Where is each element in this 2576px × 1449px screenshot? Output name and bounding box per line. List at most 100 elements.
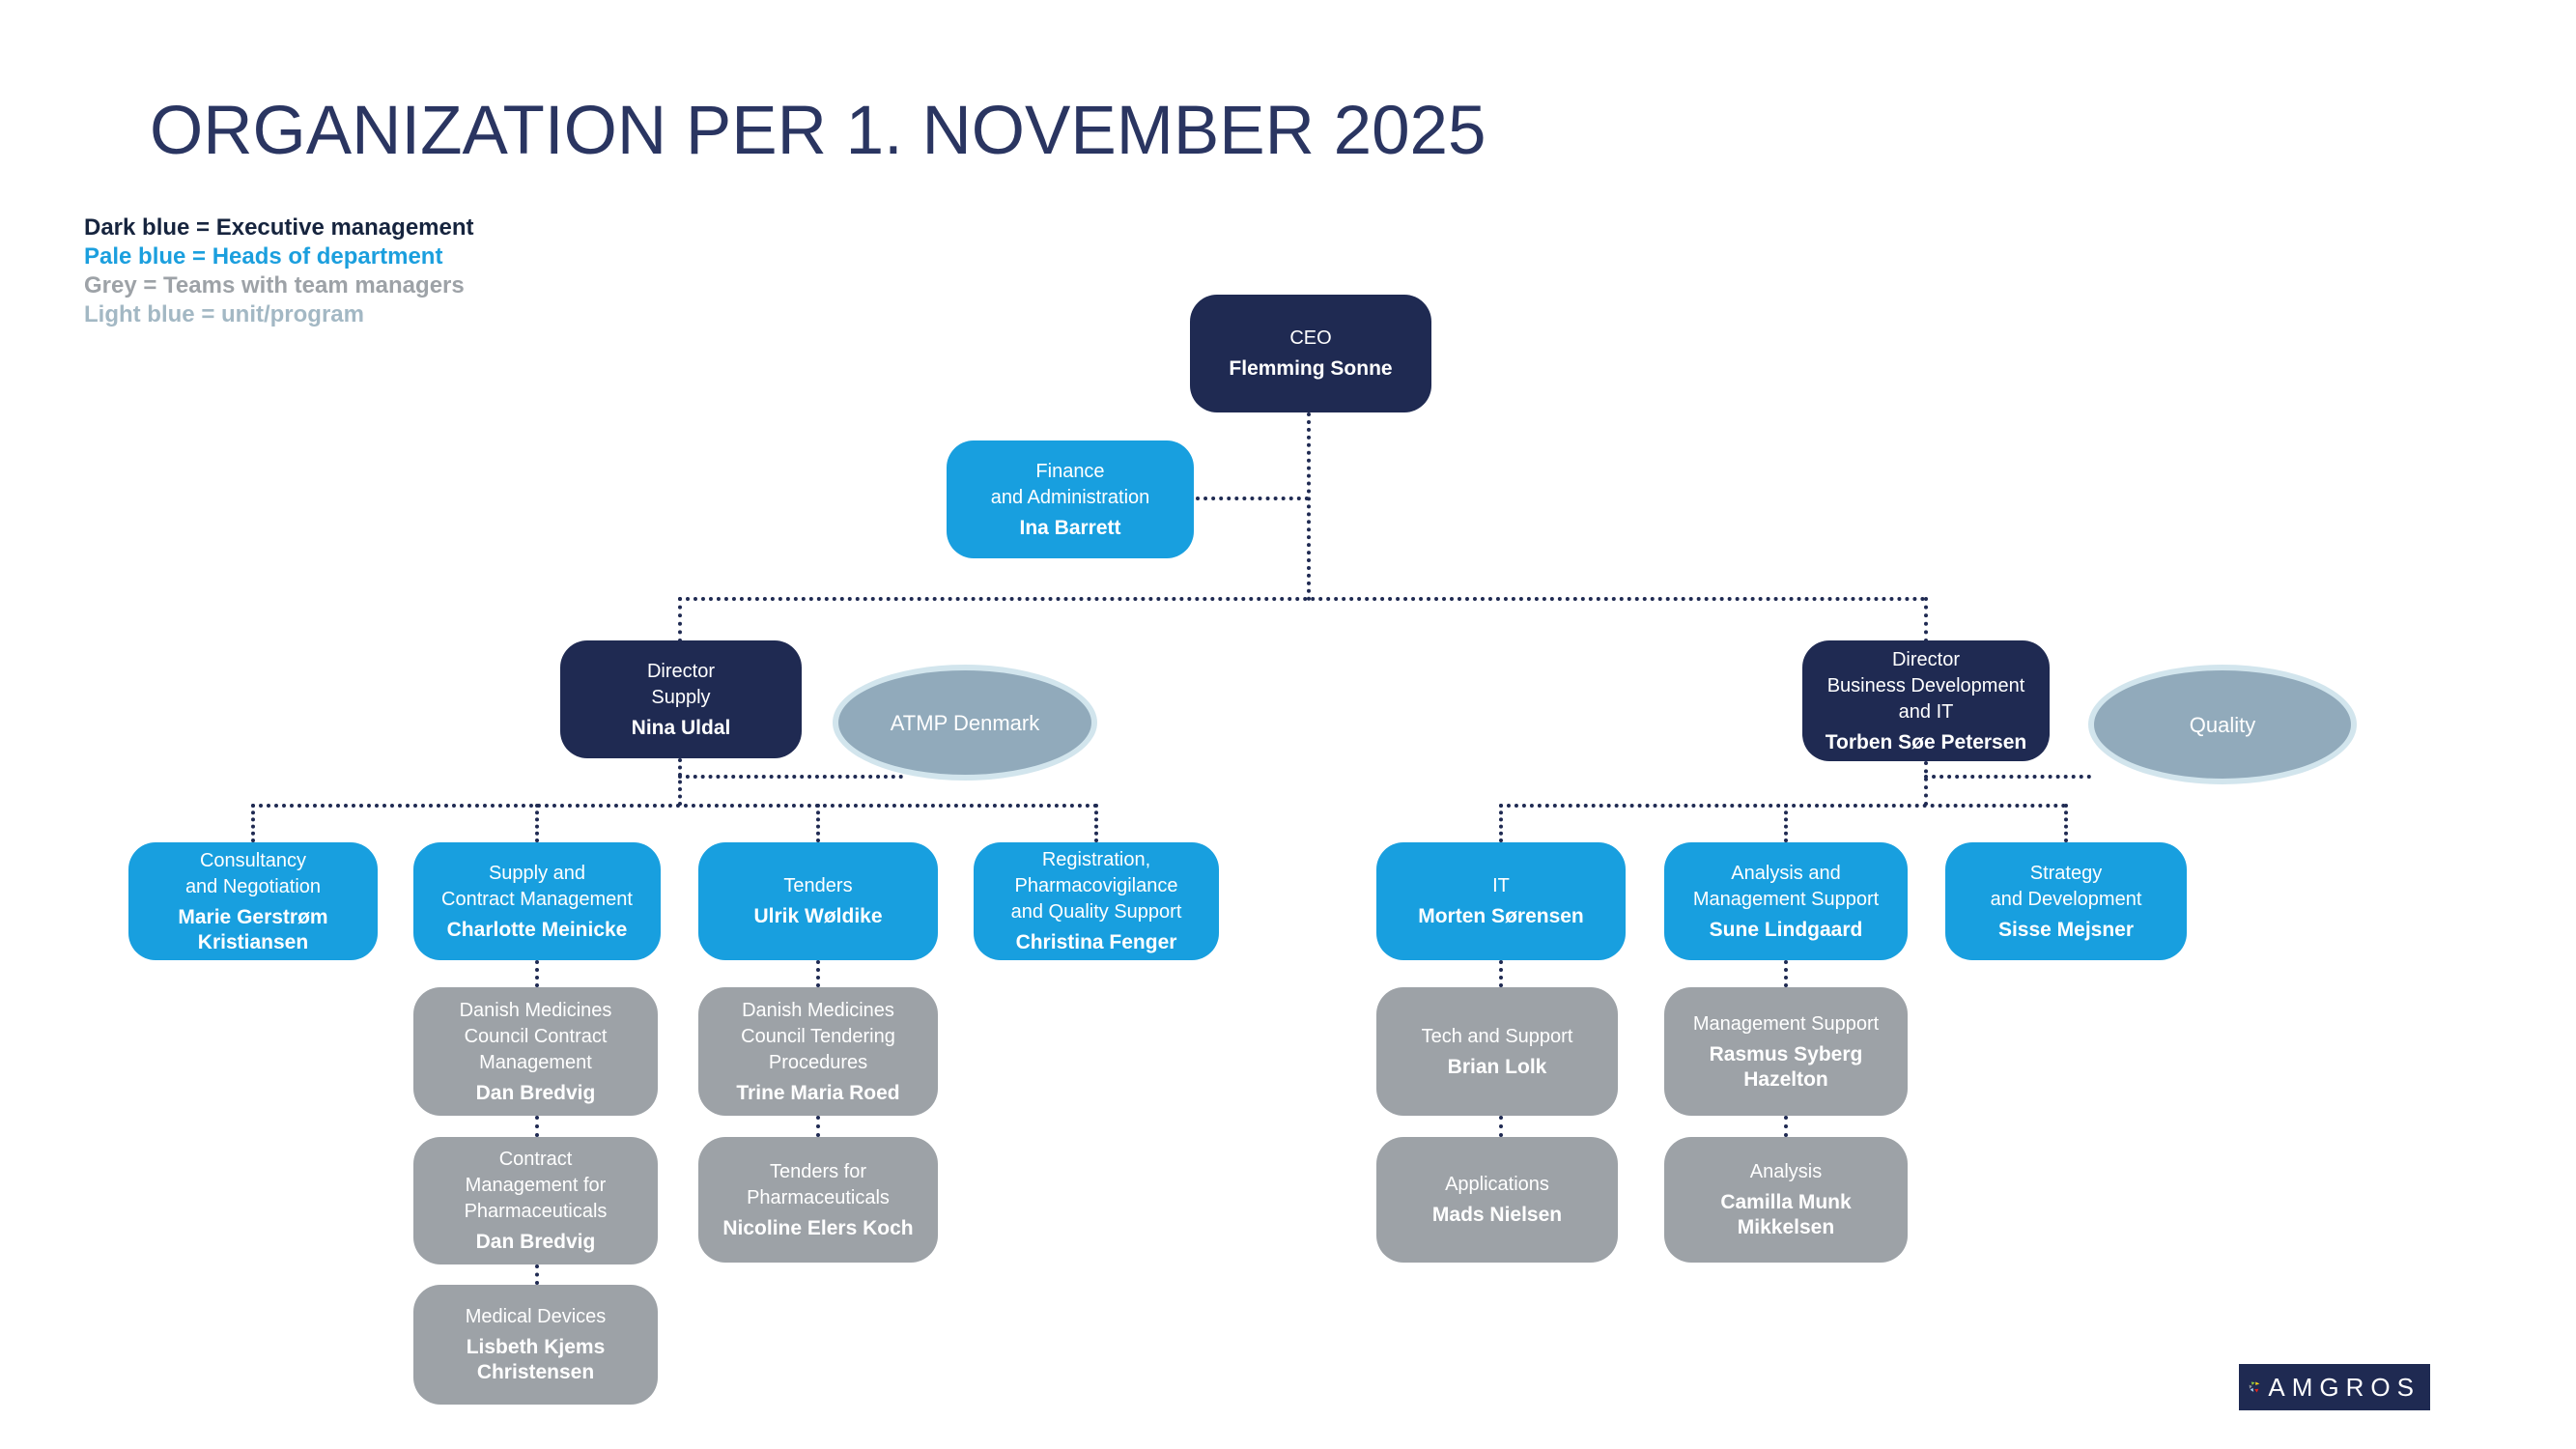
connector-right-branch <box>1499 804 2066 808</box>
node-person: Camilla Munk Mikkelsen <box>1720 1191 1852 1238</box>
connector-tenders-dmctendering <box>816 960 820 987</box>
node-label: Quality <box>2189 712 2256 737</box>
org-node-ceo: CEO Flemming Sonne <box>1190 295 1431 412</box>
org-node-tenders: Tenders Ulrik Wøldike <box>698 842 938 960</box>
node-role: IT <box>1492 875 1510 896</box>
node-person: Sisse Mejsner <box>1997 918 2135 941</box>
connector-it-techsupport <box>1499 960 1503 987</box>
node-role: Contract Management for Pharmaceuticals <box>464 1149 608 1222</box>
node-role: CEO <box>1289 327 1332 349</box>
node-role: Danish Medicines Council Tendering Proce… <box>741 999 895 1073</box>
org-node-finance: Finance and Administration Ina Barrett <box>947 440 1194 558</box>
org-node-atmp-denmark: ATMP Denmark <box>833 665 1097 781</box>
org-node-dmc-contract-management: Danish Medicines Council Contract Manage… <box>413 987 658 1116</box>
node-role: Director Supply <box>646 660 715 708</box>
org-node-dmc-tendering-procedures: Danish Medicines Council Tendering Proce… <box>698 987 938 1116</box>
node-role: Supply and Contract Management <box>441 862 633 910</box>
node-person: Flemming Sonne <box>1229 357 1393 380</box>
connector-drop-consultancy <box>251 804 255 842</box>
connector-drop-registration <box>1094 804 1098 842</box>
connector-drop-strategy <box>2064 804 2068 842</box>
connector-quality <box>1924 775 2091 779</box>
node-person: Torben Søe Petersen <box>1825 730 2027 753</box>
connector-drop-it <box>1499 804 1503 842</box>
legend-item-heads: Pale blue = Heads of department <box>84 243 443 270</box>
node-role: Finance and Administration <box>990 460 1150 508</box>
connector-left-branch <box>251 804 1098 808</box>
amgros-pinwheel-icon <box>2249 1381 2260 1393</box>
org-node-contract-management-pharmaceuticals: Contract Management for Pharmaceuticals … <box>413 1137 658 1264</box>
connector-top-horizontal <box>678 597 1926 601</box>
node-person: Christina Fenger <box>1015 931 1177 953</box>
node-role: Analysis <box>1749 1161 1823 1182</box>
node-person: Nicoline Elers Koch <box>722 1216 914 1239</box>
connector-bdit-drop <box>1924 597 1928 642</box>
org-node-tenders-pharmaceuticals: Tenders for Pharmaceuticals Nicoline Ele… <box>698 1137 938 1263</box>
connector-techsupport-applications <box>1499 1116 1503 1137</box>
connector-bdit-down <box>1924 761 1928 806</box>
node-person: Sune Lindgaard <box>1709 918 1863 941</box>
org-node-supply-contract-management: Supply and Contract Management Charlotte… <box>413 842 661 960</box>
connector-supply-drop <box>678 597 682 642</box>
node-person: Charlotte Meinicke <box>446 918 628 941</box>
node-person: Dan Bredvig <box>475 1231 596 1253</box>
page-title: ORGANIZATION PER 1. NOVEMBER 2025 <box>150 93 1486 169</box>
node-role: Tech and Support <box>1421 1025 1573 1047</box>
amgros-logo: AMGROS <box>2239 1364 2430 1410</box>
node-person: Nina Uldal <box>631 716 731 739</box>
node-label: ATMP Denmark <box>890 710 1040 735</box>
node-role: Tenders for Pharmaceuticals <box>747 1160 890 1208</box>
node-person: Ina Barrett <box>1019 516 1121 539</box>
node-role: Consultancy and Negotiation <box>184 849 322 897</box>
node-person: Rasmus Syberg Hazelton <box>1709 1042 1863 1091</box>
connector-mgmtsupport-analysis <box>1784 1116 1788 1137</box>
node-person: Lisbeth Kjems Christensen <box>466 1336 606 1383</box>
connector-drop-supplycm <box>535 804 539 842</box>
connector-ceo-down <box>1307 412 1311 601</box>
node-role: Applications <box>1445 1174 1549 1195</box>
connector-contractpharma-medical <box>535 1264 539 1285</box>
legend: Dark blue = Executive management Pale bl… <box>84 213 474 329</box>
org-node-bdit-director: Director Business Development and IT Tor… <box>1802 640 2050 761</box>
org-node-quality: Quality <box>2088 665 2357 784</box>
org-node-analysis: Analysis Camilla Munk Mikkelsen <box>1664 1137 1908 1263</box>
org-node-strategy-development: Strategy and Development Sisse Mejsner <box>1945 842 2187 960</box>
legend-item-unit: Light blue = unit/program <box>84 301 364 327</box>
connector-dmctendering-tenderspharma <box>816 1116 820 1137</box>
node-person: Mads Nielsen <box>1431 1204 1563 1226</box>
connector-atmp <box>678 775 903 779</box>
connector-supplycm-dmc <box>535 960 539 987</box>
org-node-management-support: Management Support Rasmus Syberg Hazelto… <box>1664 987 1908 1116</box>
connector-analysisms-mgmtsupport <box>1784 960 1788 987</box>
org-node-consultancy: Consultancy and Negotiation Marie Gerstr… <box>128 842 378 960</box>
node-role: Analysis and Management Support <box>1692 862 1880 910</box>
legend-item-teams: Grey = Teams with team managers <box>84 272 465 298</box>
node-role: Strategy and Development <box>1990 862 2142 910</box>
amgros-logo-text: AMGROS <box>2268 1372 2420 1402</box>
node-role: Registration, Pharmacovigilance and Qual… <box>1010 849 1182 923</box>
legend-item-executive: Dark blue = Executive management <box>84 214 474 241</box>
node-person: Dan Bredvig <box>475 1081 596 1104</box>
org-node-medical-devices: Medical Devices Lisbeth Kjems Christense… <box>413 1285 658 1405</box>
org-node-analysis-management-support: Analysis and Management Support Sune Lin… <box>1664 842 1908 960</box>
connector-drop-tenders <box>816 804 820 842</box>
node-role: Director Business Development and IT <box>1826 648 2025 723</box>
connector-supply-down <box>678 758 682 806</box>
org-node-tech-and-support: Tech and Support Brian Lolk <box>1376 987 1618 1116</box>
node-person: Brian Lolk <box>1447 1055 1547 1078</box>
connector-finance <box>1196 497 1309 500</box>
org-node-applications: Applications Mads Nielsen <box>1376 1137 1618 1263</box>
connector-drop-analysisms <box>1784 804 1788 842</box>
node-person: Ulrik Wøldike <box>753 905 883 927</box>
org-node-registration: Registration, Pharmacovigilance and Qual… <box>974 842 1219 960</box>
node-role: Medical Devices <box>465 1306 607 1327</box>
org-node-it: IT Morten Sørensen <box>1376 842 1626 960</box>
node-role: Danish Medicines Council Contract Manage… <box>459 999 612 1073</box>
node-person: Morten Sørensen <box>1418 905 1584 927</box>
node-person: Trine Maria Roed <box>736 1081 900 1104</box>
node-person: Marie Gerstrøm Kristiansen <box>178 905 328 953</box>
connector-dmc-contractpharma <box>535 1116 539 1137</box>
org-node-supply-director: Director Supply Nina Uldal <box>560 640 802 758</box>
node-role: Tenders <box>783 875 853 896</box>
